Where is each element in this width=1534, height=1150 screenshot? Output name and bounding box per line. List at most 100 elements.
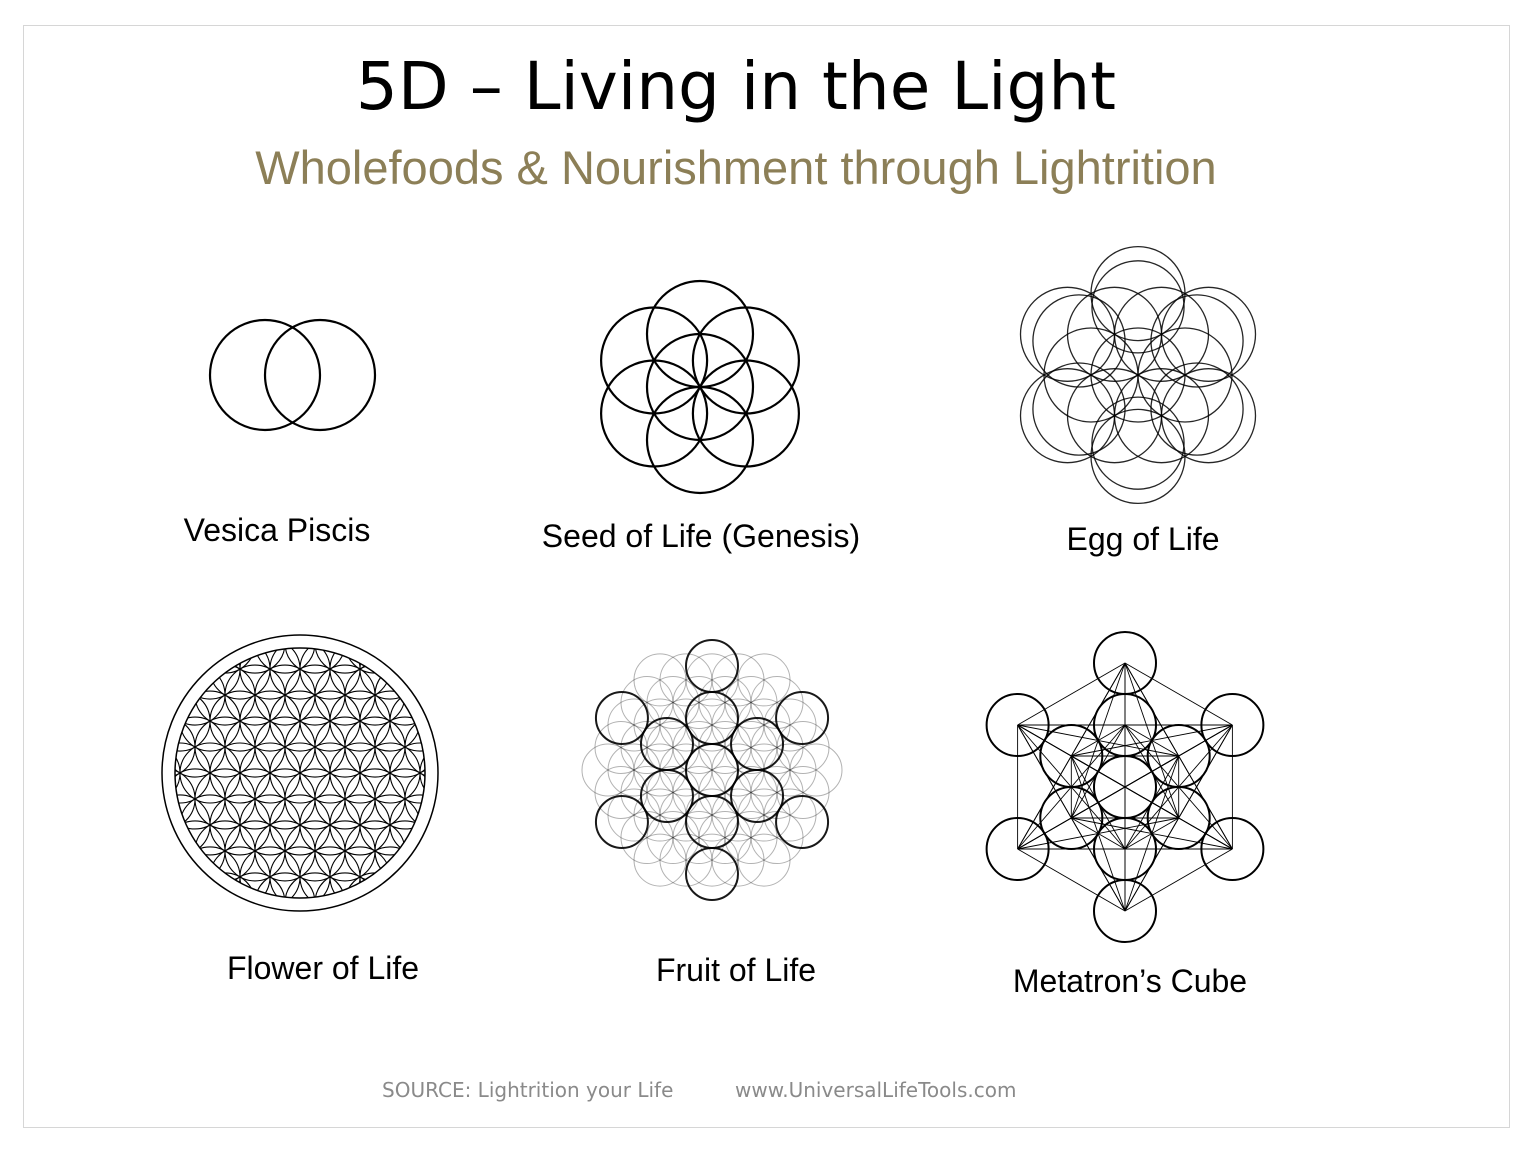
fruit-bg-circle bbox=[711, 653, 765, 707]
fruit-circle bbox=[639, 717, 694, 771]
fruit-bg-circle bbox=[607, 698, 661, 752]
fruit-circle bbox=[685, 639, 739, 693]
fruit-bg-circle bbox=[633, 833, 687, 887]
fruit-bg-circle bbox=[659, 653, 713, 707]
metatron-line bbox=[1124, 662, 1233, 726]
fruit-circle bbox=[775, 691, 830, 745]
fruit-bg-circle bbox=[698, 675, 752, 729]
figure-label-metatrons-cube: Metatron’s Cube bbox=[1012, 963, 1248, 999]
flower-circle bbox=[404, 716, 425, 778]
figure-label-seed-of-life: Seed of Life (Genesis) bbox=[541, 518, 861, 554]
fruit-bg-circle bbox=[685, 653, 739, 707]
metatron-circle bbox=[985, 693, 1050, 757]
figure-label-egg-of-life: Egg of Life bbox=[1066, 521, 1220, 557]
egg-circle bbox=[1091, 396, 1185, 490]
flower-circle bbox=[404, 768, 425, 830]
fruit-bg-circle bbox=[711, 788, 765, 842]
fruit-bg-circle bbox=[776, 766, 830, 820]
fruit-bg-circle bbox=[672, 811, 726, 865]
footer-url: www.UniversalLifeTools.com bbox=[735, 1078, 1017, 1102]
metatron-line bbox=[1017, 662, 1126, 726]
slide-subtitle: Wholefoods & Nourishment through Lightri… bbox=[255, 141, 1217, 194]
metatron-circle bbox=[1200, 817, 1265, 881]
fruit-bg-circle bbox=[698, 811, 752, 865]
fruit-of-life-figure bbox=[581, 639, 843, 901]
flower-circle bbox=[175, 690, 211, 752]
flower-circle bbox=[419, 742, 425, 804]
vesica-circle bbox=[263, 318, 377, 432]
flower-circle bbox=[374, 716, 425, 778]
flower-circle bbox=[224, 648, 286, 674]
figure-label-fruit-of-life: Fruit of Life bbox=[655, 952, 817, 988]
metatrons-cube-figure bbox=[985, 631, 1265, 943]
flower-circle bbox=[175, 794, 211, 856]
vesica-circle bbox=[208, 318, 322, 432]
fruit-circle bbox=[730, 717, 785, 771]
slide-frame bbox=[23, 25, 1510, 1128]
egg-circle bbox=[1160, 286, 1257, 382]
flower-circle bbox=[389, 794, 425, 856]
egg-circle bbox=[1091, 260, 1185, 354]
flower-circle bbox=[254, 872, 316, 898]
flower-circle bbox=[389, 690, 425, 752]
fruit-bg-circle bbox=[659, 788, 713, 842]
flower-circle bbox=[314, 648, 376, 674]
fruit-bg-circle bbox=[789, 743, 843, 797]
egg-of-life-figure bbox=[1019, 245, 1257, 505]
fruit-bg-circle bbox=[737, 833, 791, 887]
fruit-circle bbox=[685, 847, 739, 901]
flower-circle bbox=[224, 872, 286, 898]
metatron-line bbox=[1124, 848, 1233, 912]
flower-pattern bbox=[175, 648, 425, 898]
flower-circle bbox=[284, 872, 346, 898]
fruit-circle bbox=[594, 795, 649, 849]
fruit-bg-circle bbox=[763, 788, 817, 842]
fruit-circle bbox=[775, 795, 830, 849]
metatron-circle bbox=[1039, 786, 1104, 850]
egg-circle bbox=[1032, 362, 1126, 456]
metatron-circle bbox=[1146, 724, 1211, 788]
metatron-circle bbox=[985, 817, 1050, 881]
egg-circle bbox=[1019, 368, 1116, 464]
flower-outer-boundary bbox=[161, 634, 439, 912]
flower-circle bbox=[389, 742, 425, 804]
fruit-bg-circle bbox=[763, 698, 817, 752]
fruit-bg-circle bbox=[633, 653, 687, 707]
egg-circle bbox=[1150, 294, 1244, 388]
metatron-circle bbox=[1093, 879, 1157, 943]
fruit-bg-circle bbox=[659, 698, 713, 752]
metatron-line bbox=[1124, 724, 1233, 912]
fruit-bg-circle bbox=[581, 743, 635, 797]
metatron-line bbox=[1017, 848, 1126, 912]
fruit-bg-circle bbox=[594, 766, 648, 820]
seed-of-life-figure bbox=[600, 279, 800, 495]
flower-circle bbox=[254, 648, 316, 674]
fruit-bg-circle bbox=[594, 720, 648, 774]
footer-source: SOURCE: Lightrition your Life bbox=[382, 1078, 674, 1102]
fruit-bg-circle bbox=[711, 833, 765, 887]
flower-of-life-figure bbox=[161, 634, 439, 912]
fruit-bg-circle bbox=[685, 833, 739, 887]
fruit-circle bbox=[594, 691, 649, 745]
egg-circle bbox=[1032, 294, 1126, 388]
seed-circle bbox=[691, 359, 800, 468]
seed-circle bbox=[691, 306, 800, 415]
fruit-bg-circle bbox=[711, 698, 765, 752]
flower-circle bbox=[314, 872, 376, 898]
metatron-circle bbox=[1200, 693, 1265, 757]
metatron-circle bbox=[1093, 631, 1157, 695]
slide-title: 5D – Living in the Light bbox=[355, 48, 1117, 125]
fruit-bg-circle bbox=[724, 811, 778, 865]
fruit-bg-circle bbox=[672, 675, 726, 729]
figure-label-flower-of-life: Flower of Life bbox=[226, 950, 420, 986]
fruit-bg-circle bbox=[659, 833, 713, 887]
fruit-bg-circle bbox=[737, 653, 791, 707]
fruit-bg-circle bbox=[724, 675, 778, 729]
fruit-bg-circle bbox=[646, 811, 700, 865]
flower-circle bbox=[284, 648, 346, 674]
figure-label-vesica-piscis: Vesica Piscis bbox=[183, 512, 371, 548]
flower-circle bbox=[374, 768, 425, 830]
fruit-bg-circle bbox=[607, 788, 661, 842]
metatron-line bbox=[1017, 724, 1233, 850]
egg-circle bbox=[1150, 362, 1244, 456]
